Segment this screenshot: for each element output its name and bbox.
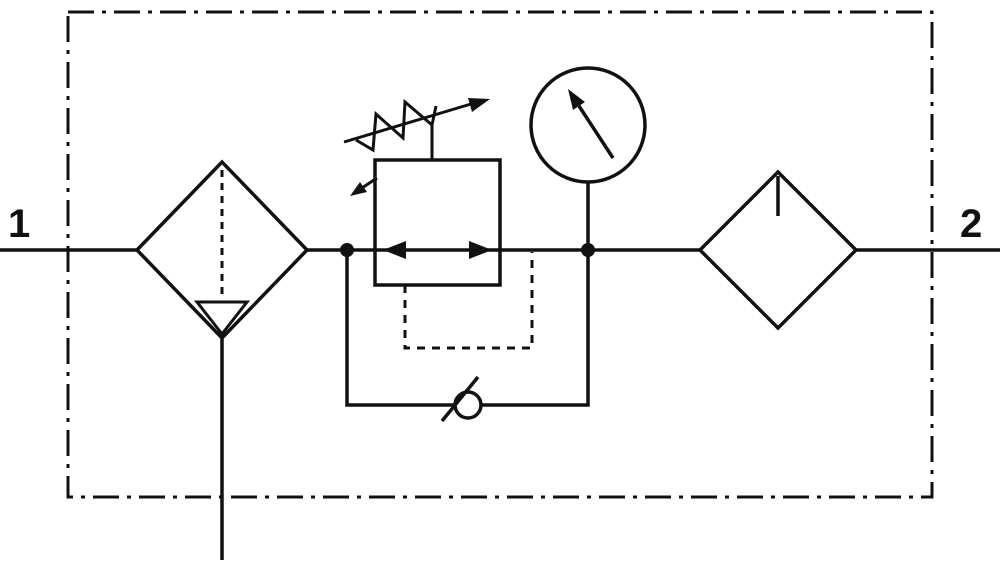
filter-diamond (134, 159, 310, 341)
check-valve-icon (440, 375, 483, 423)
vent-arrow-shaft (361, 176, 378, 190)
filter-symbol (697, 169, 859, 331)
junction-dot-right (581, 243, 595, 257)
port-1-label: 1 (8, 202, 30, 246)
flow-arrow-right-icon (469, 241, 492, 259)
port-2-label: 2 (960, 202, 982, 246)
check-valve-seat-line (440, 375, 480, 423)
gauge-needle (577, 105, 615, 159)
bypass-line (345, 250, 590, 423)
filter-diamond-right (697, 169, 859, 331)
filter-water-separator-symbol (134, 159, 310, 560)
spring-icon (355, 98, 438, 153)
regulator-body (373, 158, 502, 287)
adjustment-arrow-icon (468, 98, 490, 112)
gauge-needle-arrowhead (568, 89, 585, 110)
adjustment-arrow-shaft (343, 102, 472, 144)
pressure-regulator-symbol (343, 98, 502, 287)
flow-arrow-left-icon (383, 241, 406, 259)
pilot-line (403, 252, 534, 350)
check-valve-ball (453, 390, 483, 420)
vent-arrow-icon (350, 182, 367, 196)
pressure-gauge-icon (529, 66, 647, 250)
junction-dot-left (340, 243, 354, 257)
enclosure-border (66, 10, 934, 499)
water-separator-triangle (193, 300, 251, 337)
gauge-dial (529, 66, 647, 184)
